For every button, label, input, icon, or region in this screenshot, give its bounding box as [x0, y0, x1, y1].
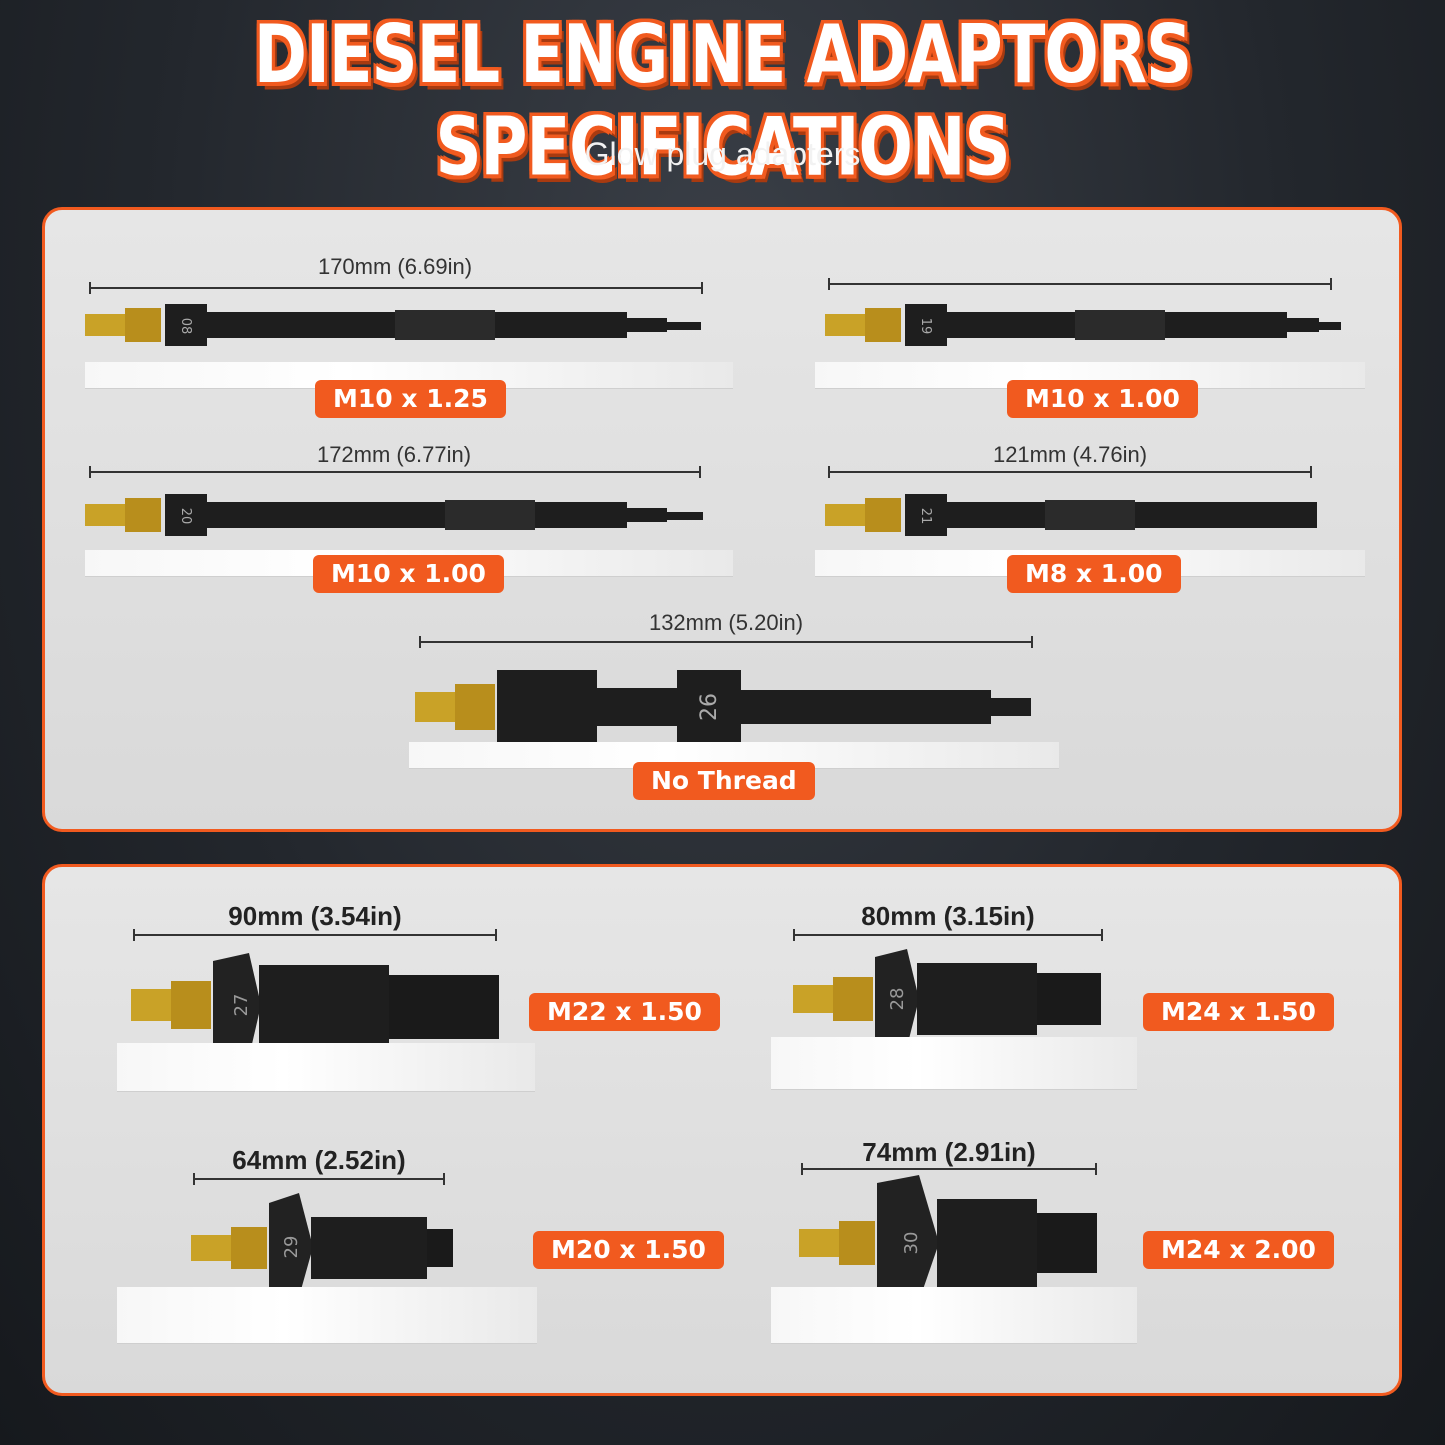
adapter-number: 30	[901, 1232, 922, 1255]
adapter-number: 20	[178, 508, 193, 525]
adapter-number: 28	[887, 988, 908, 1011]
dimension-label: 64mm (2.52in)	[232, 1145, 406, 1175]
adapter-number: 27	[231, 994, 252, 1017]
thread-badge: M22 x 1.50	[529, 993, 720, 1031]
dimension-label: 121mm (4.76in)	[992, 442, 1148, 467]
display-shelf	[117, 1287, 537, 1344]
dimension-line	[89, 466, 701, 478]
adapter-image: 30	[799, 1175, 1097, 1301]
dimension-line	[801, 1163, 1097, 1175]
display-shelf	[771, 1037, 1137, 1090]
adapter-rod-image: 08	[85, 304, 701, 346]
thread-badge: No Thread	[633, 762, 815, 800]
dimension-line	[828, 466, 1312, 478]
dimension-label: 132mm (5.20in)	[648, 610, 804, 635]
thread-badge: M24 x 2.00	[1143, 1231, 1334, 1269]
thread-badge: M8 x 1.00	[1007, 555, 1181, 593]
dimension-label: 74mm (2.91in)	[862, 1137, 1036, 1167]
dimension-label: 170mm (6.69in)	[317, 254, 473, 279]
adapter-rod-image: 19	[825, 304, 1341, 346]
thread-badge: M24 x 1.50	[1143, 993, 1334, 1031]
display-shelf	[771, 1287, 1137, 1344]
dimension-line	[89, 282, 703, 294]
dimension-label: 90mm (3.54in)	[228, 901, 402, 931]
dimension-line	[793, 929, 1103, 941]
dimension-line	[133, 929, 497, 941]
adapter-number: 26	[697, 693, 722, 721]
thread-badge: M10 x 1.00	[313, 555, 504, 593]
adapter-number: 21	[918, 508, 933, 525]
dimension-label: 172mm (6.77in)	[316, 442, 472, 467]
adapter-rod-image: 20	[85, 494, 703, 536]
dimension-line	[828, 278, 1332, 290]
dimension-line	[193, 1173, 445, 1185]
adapter-image: 29	[191, 1193, 453, 1297]
adapter-rod-image: 26	[415, 670, 1031, 744]
thread-badge: M20 x 1.50	[533, 1231, 724, 1269]
dimension-line	[419, 636, 1033, 648]
adapter-number: 29	[281, 1236, 302, 1259]
adapter-image: 28	[793, 949, 1101, 1047]
adapter-number: 19	[918, 318, 933, 335]
injector-adapters-panel: 90mm (3.54in) 27 M22 x 1.50 80mm (3.15in…	[42, 864, 1402, 1396]
thread-badge: M10 x 1.25	[315, 380, 506, 418]
thread-badge: M10 x 1.00	[1007, 380, 1198, 418]
glow-plug-adapters-panel: 170mm (6.69in) 08 M10 x 1.25 19	[42, 207, 1402, 832]
page-title: DIESEL ENGINE ADAPTORS SPECIFICATIONS	[253, 9, 1192, 195]
adapter-image: 27	[131, 953, 499, 1057]
dimension-label: 80mm (3.15in)	[861, 901, 1035, 931]
page-subtitle: Glow plug adapters	[584, 136, 861, 172]
adapter-number: 08	[178, 318, 193, 335]
display-shelf	[117, 1043, 535, 1092]
adapter-rod-image: 21	[825, 494, 1317, 536]
